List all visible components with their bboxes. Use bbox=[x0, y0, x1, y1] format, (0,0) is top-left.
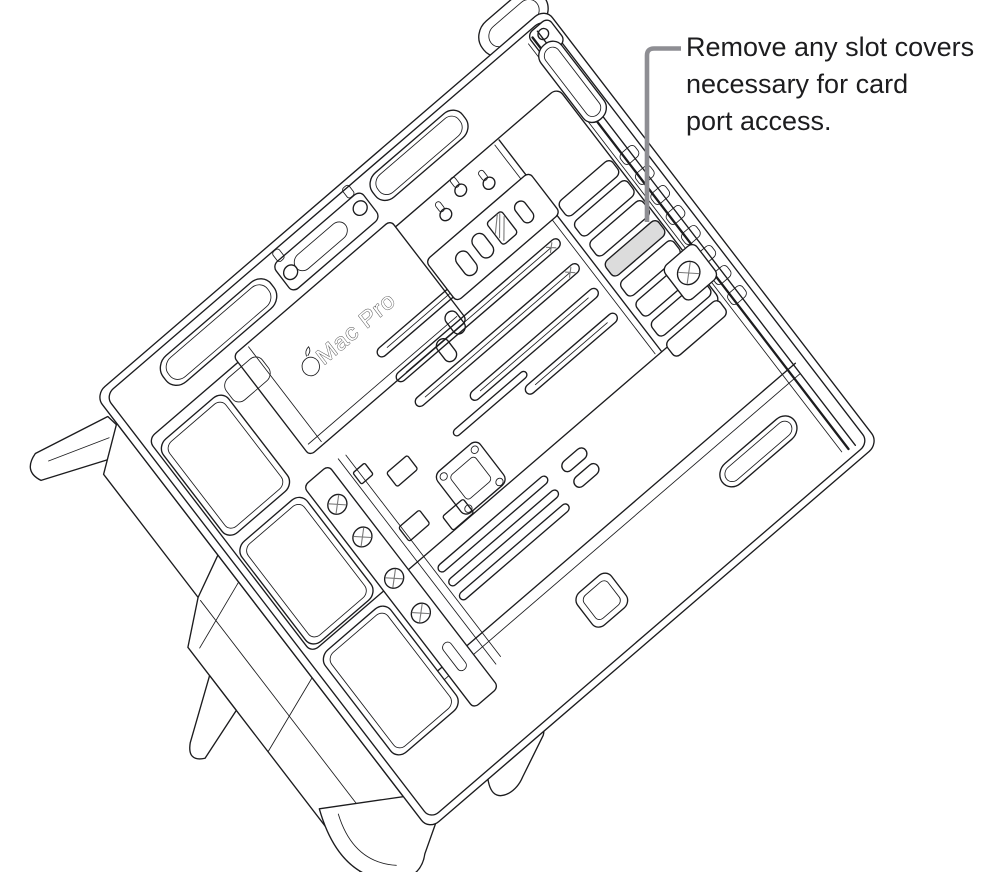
bracket-screws bbox=[324, 490, 434, 627]
slot-cover bbox=[557, 158, 621, 218]
board-connectors bbox=[353, 343, 570, 559]
io-ports bbox=[392, 172, 586, 364]
slot-openings bbox=[618, 144, 748, 307]
support-bracket bbox=[304, 452, 514, 708]
top-rail bbox=[148, 14, 574, 393]
logic-board bbox=[256, 135, 665, 559]
slot-covers bbox=[557, 140, 749, 358]
psu-cover-panel bbox=[233, 220, 467, 456]
callout-line: port access. bbox=[686, 106, 832, 136]
slot-cover bbox=[664, 298, 728, 358]
apple-logo-icon bbox=[294, 347, 324, 380]
slot-cover bbox=[618, 238, 682, 298]
mac-pro-chassis: Mac Pro bbox=[0, 0, 899, 872]
callout: Remove any slot covers necessary for car… bbox=[686, 29, 974, 140]
callout-line: necessary for card bbox=[686, 69, 909, 99]
card-guide-pins bbox=[426, 157, 497, 227]
cpu-socket bbox=[434, 439, 508, 517]
top-latch bbox=[265, 180, 381, 292]
slot-cover-highlighted bbox=[603, 218, 667, 278]
callout-line: Remove any slot covers bbox=[686, 32, 975, 62]
slot-cover-screw bbox=[662, 242, 720, 303]
front-foot-loop bbox=[162, 676, 246, 764]
leader-line bbox=[644, 46, 681, 222]
slot-cover bbox=[572, 178, 636, 238]
hdmi-port bbox=[486, 211, 518, 246]
front-modules bbox=[154, 353, 501, 760]
